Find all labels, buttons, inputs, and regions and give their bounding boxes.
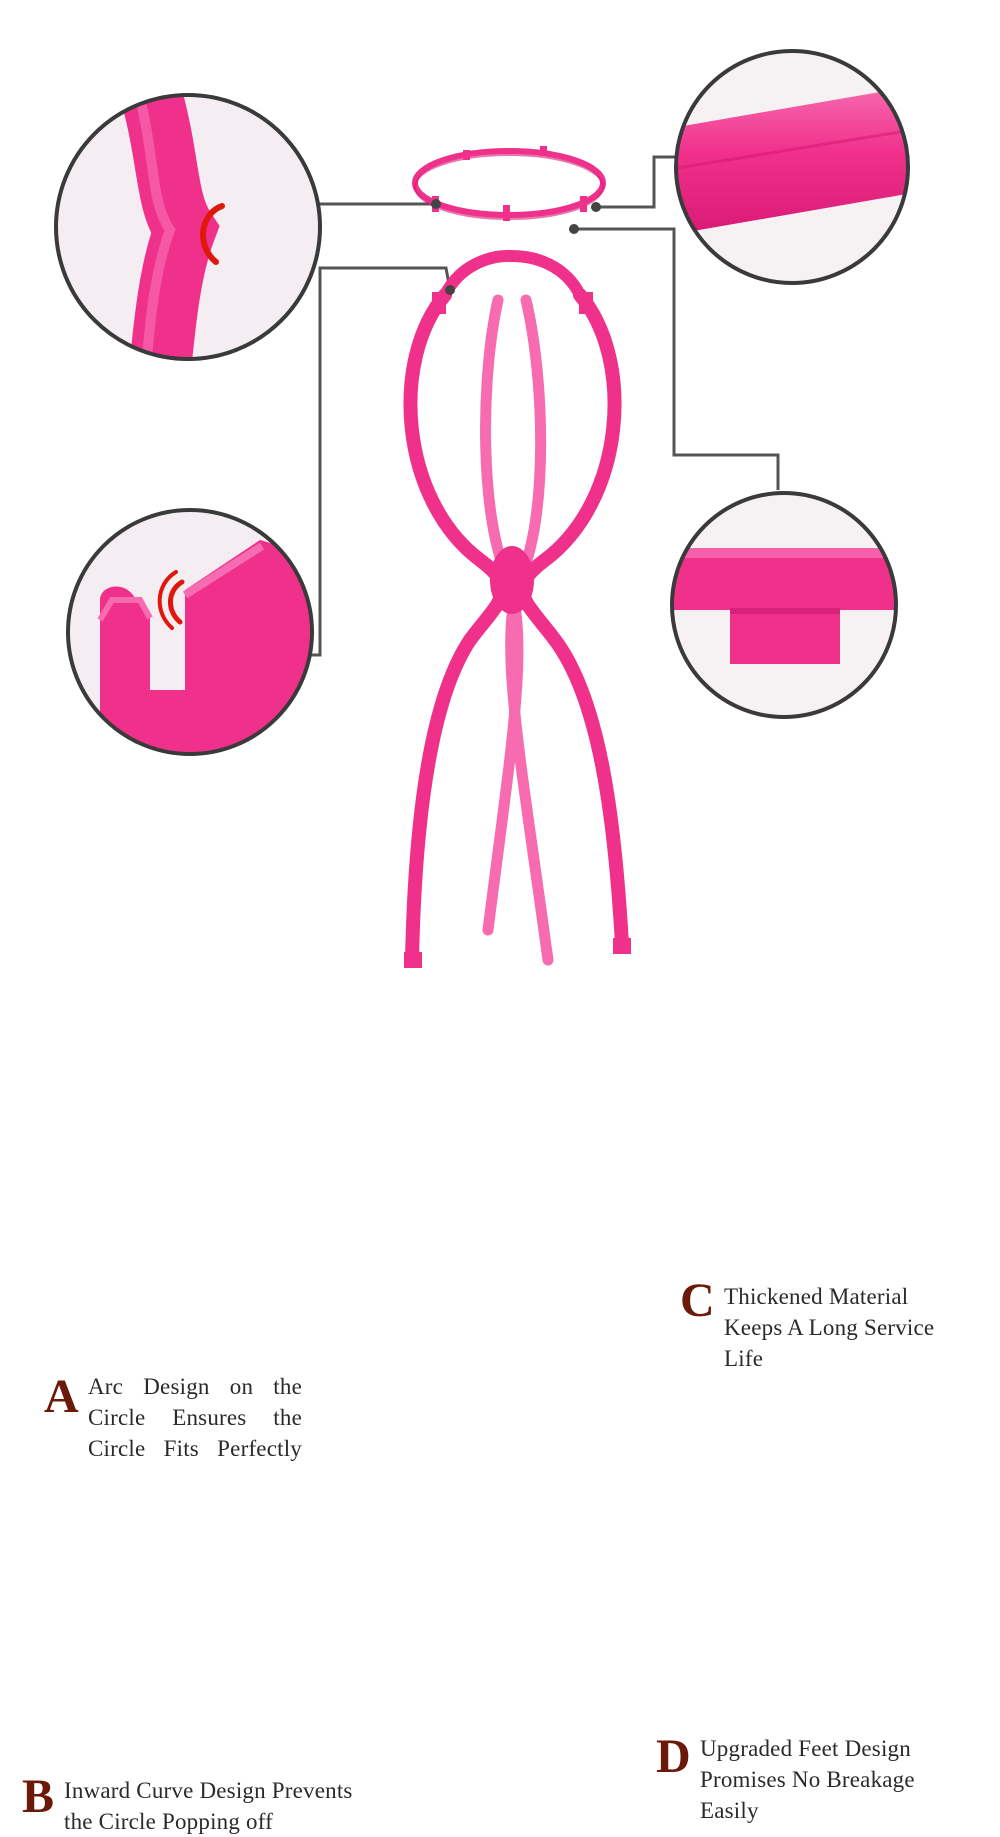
callout-b-line-1: Inward Curve Design Prevents <box>64 1778 353 1803</box>
callout-c-line-2: Keeps A Long Service <box>724 1315 935 1340</box>
callout-letter-b: B <box>22 1770 55 1823</box>
arc-marker-icon <box>168 579 185 625</box>
callout-text-d: Upgraded Feet Design Promises No Breakag… <box>700 1733 960 1826</box>
callout-d-line-2: Promises No Breakage <box>700 1767 915 1792</box>
magnifier-arc-detail <box>54 93 322 361</box>
callout-letter-a: A <box>44 1370 79 1423</box>
callout-b-line-2: the Circle Popping off <box>64 1809 274 1834</box>
product-infographic: A Arc Design on the Circle Ensures the C… <box>22 49 934 1834</box>
callout-a-line-2: Circle Ensures the <box>88 1405 302 1430</box>
magnifier-foot-detail <box>670 491 898 719</box>
magnifier-tube-detail <box>674 49 910 285</box>
callout-text-c: Thickened Material Keeps A Long Service … <box>724 1281 974 1374</box>
magnifier-notch-detail <box>66 508 314 756</box>
infographic-illustration <box>54 49 910 968</box>
callout-a-line-3: Circle Fits Perfectly <box>88 1436 302 1461</box>
callout-d-line-3: Easily <box>700 1798 759 1823</box>
callout-letter-d: D <box>656 1730 691 1783</box>
leader-line-d <box>574 227 780 490</box>
leader-line-c <box>596 155 678 209</box>
callout-c-line-3: Life <box>724 1346 764 1371</box>
leader-lines <box>292 155 780 657</box>
arc-marker-icon <box>200 203 225 265</box>
leader-line-b <box>300 266 452 657</box>
ring-part <box>412 146 606 234</box>
callout-d-line-1: Upgraded Feet Design <box>700 1736 911 1761</box>
callout-text-a: Arc Design on the Circle Ensures the Cir… <box>88 1371 302 1464</box>
callout-c-line-1: Thickened Material <box>724 1284 909 1309</box>
wig-stand <box>403 249 631 968</box>
callout-letter-c: C <box>680 1274 715 1327</box>
callout-a-line-1: Arc Design on the <box>88 1374 302 1399</box>
callout-text-b: Inward Curve Design Prevents the Circle … <box>64 1775 404 1837</box>
